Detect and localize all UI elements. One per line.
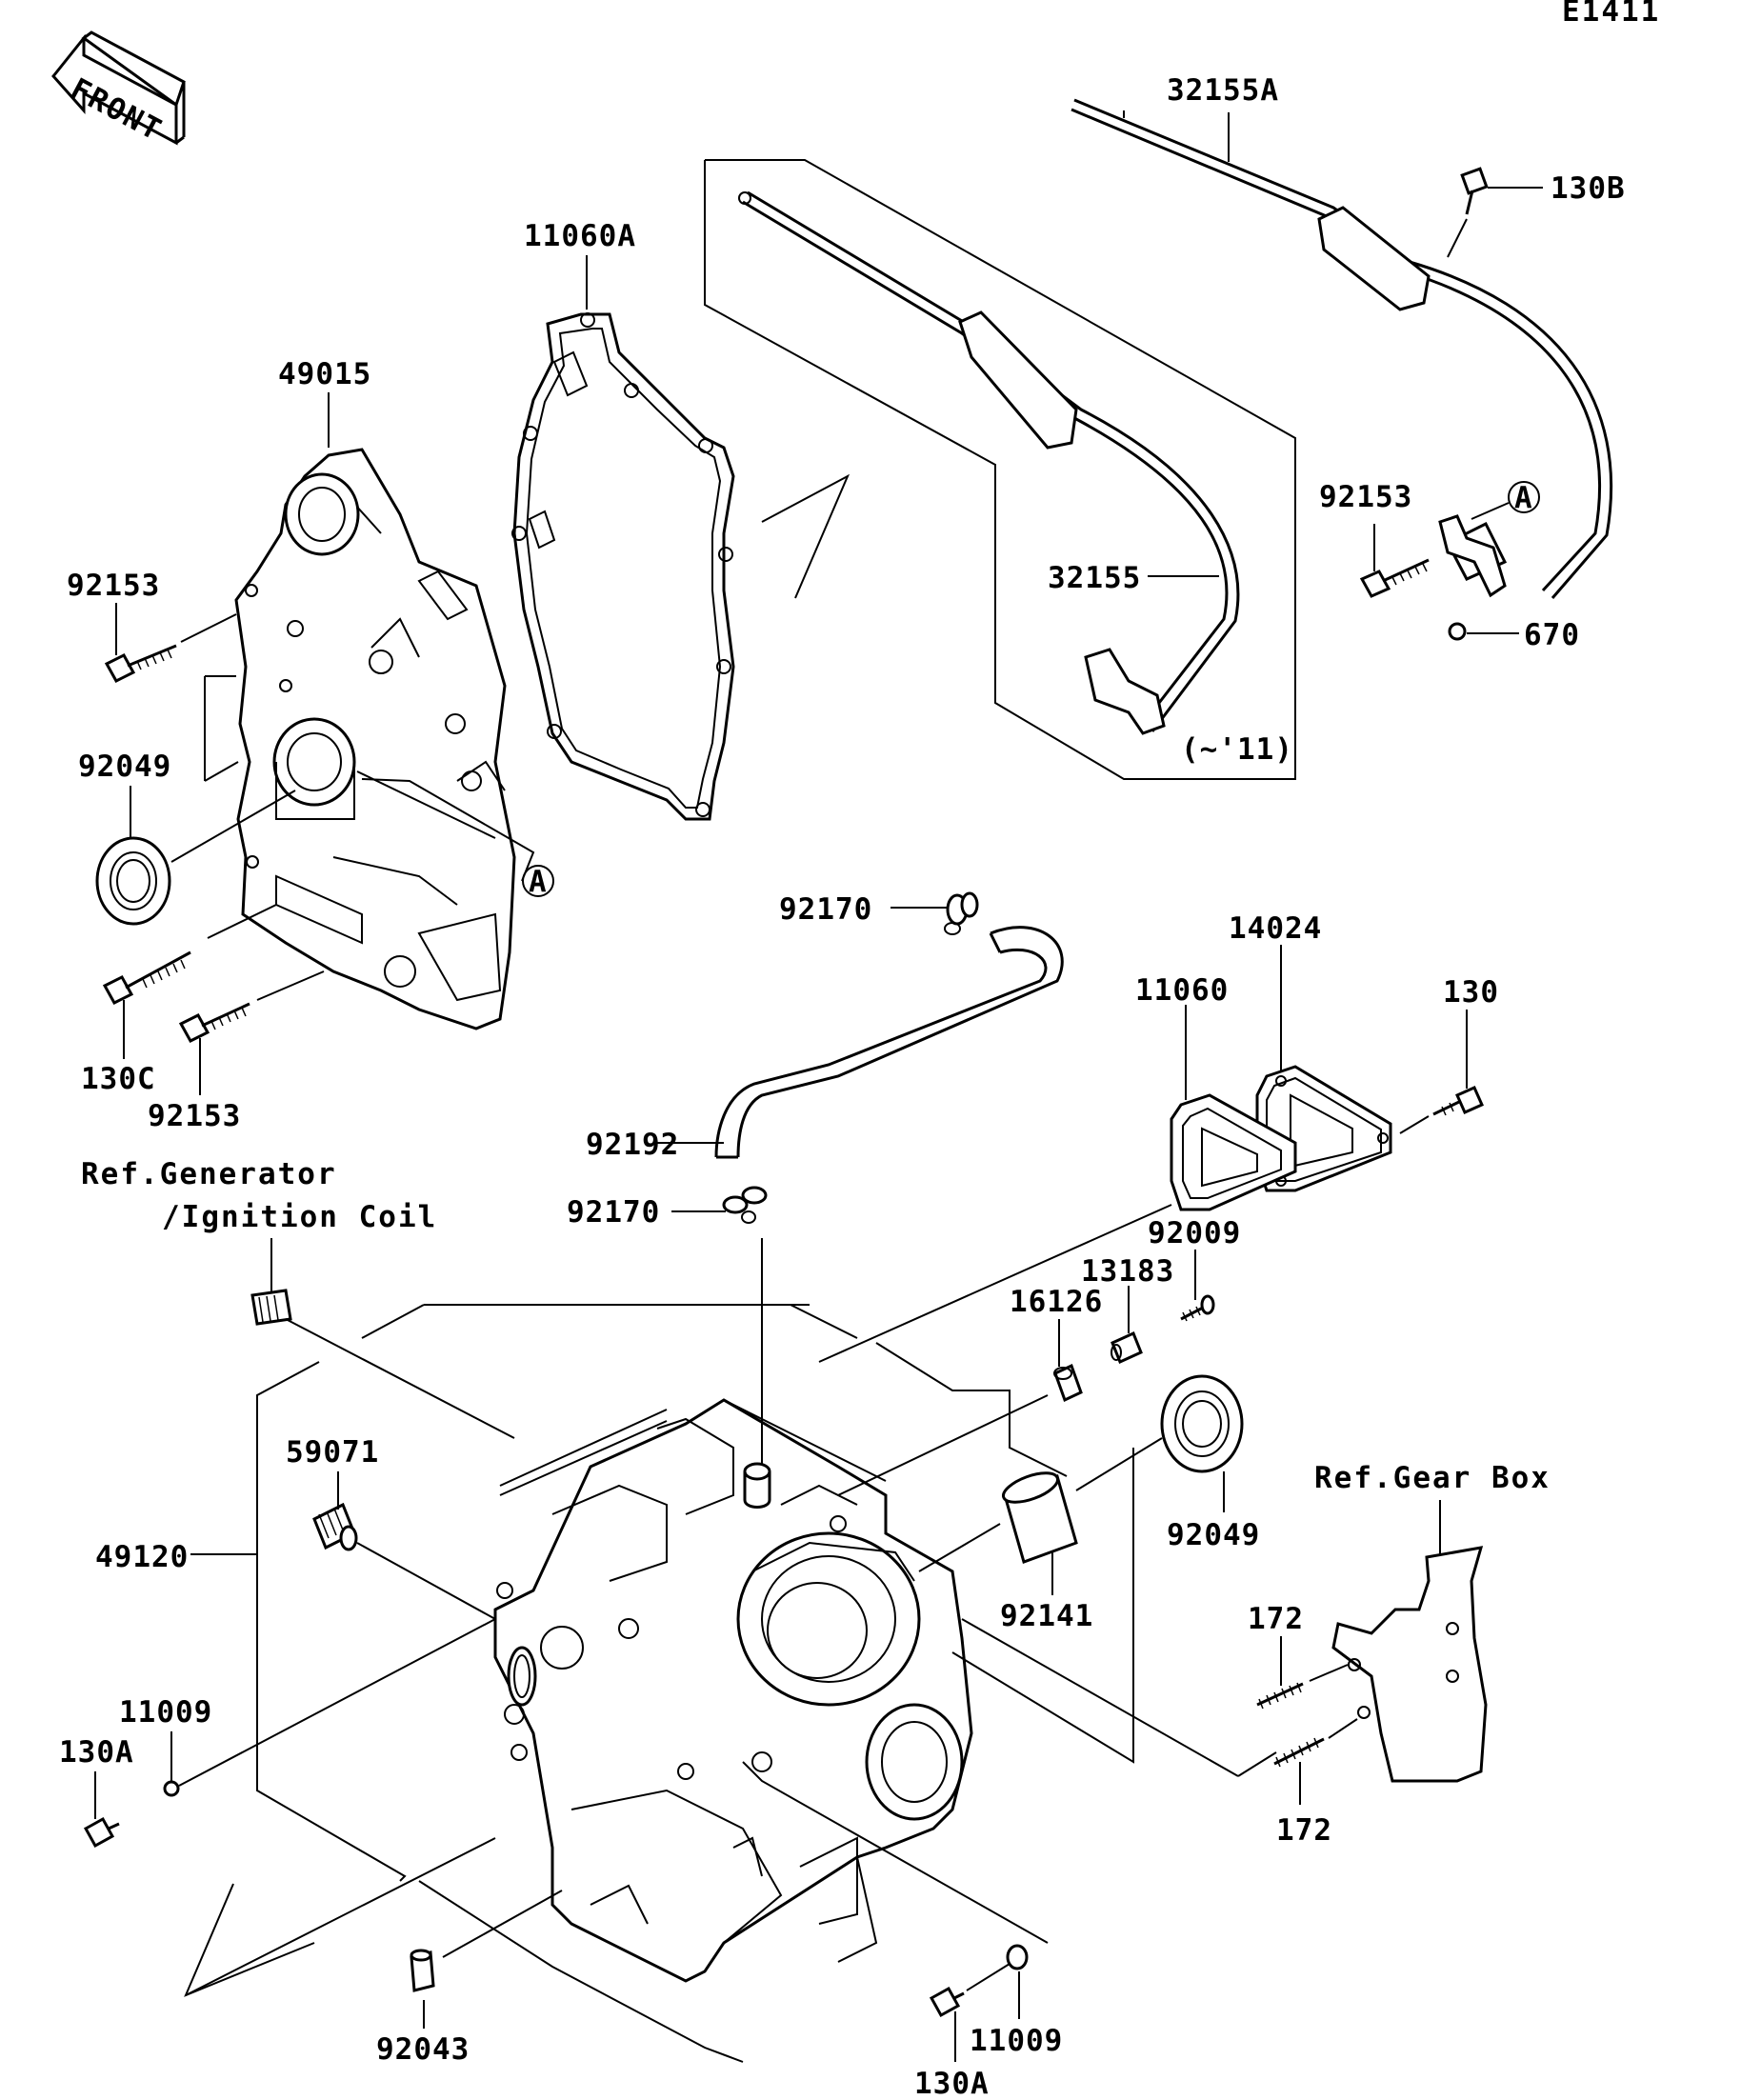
stud-172-top (1256, 1682, 1304, 1710)
diagram-code: E1411 (1562, 0, 1660, 29)
label-32155: 32155 (1048, 561, 1141, 595)
label-92141: 92141 (1000, 1599, 1093, 1633)
label-11060: 11060 (1135, 973, 1229, 1008)
label-92170-top: 92170 (779, 892, 872, 927)
label-130B: 130B (1551, 171, 1626, 206)
label-172-bottom: 172 (1276, 1813, 1332, 1848)
bolt-92153-top-left (104, 644, 177, 683)
clamp-92170-mid (722, 1186, 768, 1224)
label-92043: 92043 (376, 2032, 470, 2067)
front-cover-49015 (234, 448, 516, 1030)
washer-670 (1448, 622, 1467, 641)
label-130A-bottom: 130A (914, 2067, 990, 2100)
oil-seal-92049-left (95, 836, 171, 926)
crankcase-49120 (493, 1398, 973, 1983)
bushing-92141 (1002, 1471, 1078, 1564)
marker-a-right: A (1514, 481, 1533, 515)
bolt-130 (1432, 1086, 1484, 1116)
bolt-130A-left (83, 1816, 120, 1849)
label-92009: 92009 (1148, 1216, 1241, 1250)
label-14024: 14024 (1229, 911, 1322, 946)
bolt-92153-bottom-left (178, 1002, 250, 1043)
label-11060A: 11060A (524, 219, 636, 253)
oil-pipe-32155 (738, 190, 1240, 735)
ref-generator-line1: Ref.Generator (81, 1157, 337, 1191)
stud-172-bottom (1273, 1737, 1325, 1768)
knock-pin-16126 (1053, 1363, 1083, 1403)
label-130A-left: 130A (59, 1735, 134, 1770)
ref-gear-box: Ref.Gear Box (1314, 1461, 1551, 1495)
label-59071: 59071 (286, 1435, 379, 1470)
gear-box-bracket (1331, 1546, 1488, 1783)
bolt-130B (1460, 167, 1489, 215)
label-92153-top-left: 92153 (67, 569, 160, 603)
label-172-top: 172 (1248, 1602, 1304, 1636)
label-92153-bottom-left: 92153 (148, 1099, 241, 1133)
generator-connector-icon (250, 1289, 292, 1326)
label-92049-right: 92049 (1167, 1518, 1260, 1552)
gasket-11060A (511, 312, 735, 821)
washer-11009-bottom (1006, 1944, 1029, 1970)
label-130C: 130C (81, 1062, 156, 1096)
collar-13183 (1111, 1330, 1143, 1365)
label-49120: 49120 (95, 1540, 189, 1574)
label-92049-left: 92049 (78, 750, 171, 784)
clamp-92170-top (944, 891, 979, 935)
gasket-11060 (1170, 1093, 1297, 1211)
bolt-92153-right (1359, 558, 1430, 598)
washer-11009-left (163, 1780, 180, 1797)
pipe-32155-box (704, 159, 1296, 780)
ref-generator-line2: /Ignition Coil (162, 1200, 437, 1234)
breather-hose-92192 (714, 926, 1064, 1159)
label-130: 130 (1443, 975, 1499, 1010)
label-49015: 49015 (278, 357, 371, 391)
oil-pipe-32155A (1071, 98, 1613, 599)
oil-seal-92049-right (1160, 1374, 1244, 1473)
label-92170-mid: 92170 (567, 1195, 660, 1230)
label-11009-left: 11009 (119, 1695, 212, 1730)
bolt-130A-bottom (929, 1986, 965, 2018)
note-year: (~'11) (1181, 732, 1293, 767)
label-11009-bottom: 11009 (970, 2024, 1063, 2058)
front-label: FRONT (65, 71, 168, 148)
label-32155A: 32155A (1167, 73, 1279, 108)
dowel-92043 (410, 1949, 435, 1992)
label-670: 670 (1524, 618, 1580, 652)
label-92192: 92192 (586, 1128, 679, 1162)
bolt-130C (102, 950, 191, 1005)
label-92153-right: 92153 (1319, 480, 1412, 514)
front-arrow-icon: FRONT (51, 30, 186, 149)
pipe-bracket (1438, 514, 1507, 598)
sensor-59071 (312, 1502, 358, 1551)
label-13183: 13183 (1081, 1254, 1174, 1289)
marker-a-left: A (529, 865, 548, 899)
label-16126: 16126 (1010, 1285, 1103, 1319)
bolt-92009 (1180, 1294, 1215, 1322)
